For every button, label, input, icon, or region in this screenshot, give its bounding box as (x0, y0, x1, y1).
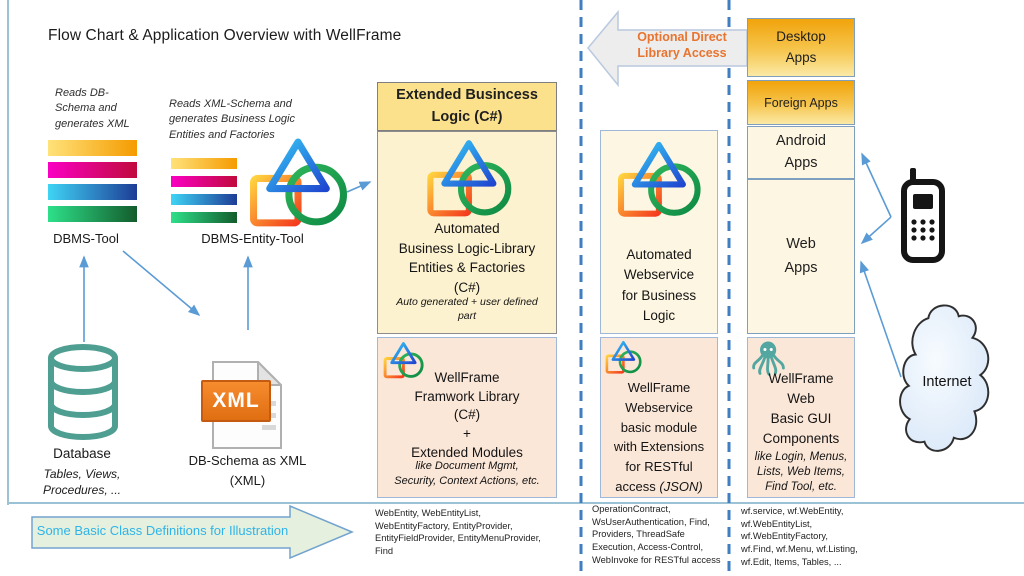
arrow-phone-to-android (861, 152, 892, 218)
webservice-basic-text: WellFrame Webservice basic module with E… (600, 378, 718, 497)
webservice-basic-main: WellFrame Webservice basic module with E… (613, 380, 705, 494)
web-apps-box: Web Apps (747, 179, 855, 334)
arrow-entitytool-to-logic (346, 181, 372, 193)
octopus-icon (752, 341, 785, 376)
database-cylinder-icon (48, 344, 118, 440)
database-label: Database (53, 446, 111, 461)
web-apps-label: Web Apps (784, 236, 818, 276)
triangle-circle-square-logo-icon (604, 340, 642, 376)
framework-library-text: WellFrame Framwork Library (C#) + Extend… (411, 370, 523, 460)
gradient-bar-green (171, 212, 237, 223)
gradient-bar-orange (171, 158, 237, 169)
arrow-cloud-to-web (859, 260, 902, 378)
logic-footnote: WebEntity, WebEntityList, WebEntityFacto… (375, 508, 541, 556)
android-apps-label: Android Apps (776, 132, 826, 171)
entity-tool-caption: Reads XML-Schema and generates Business … (169, 98, 295, 141)
foreign-apps-box: Foreign Apps (747, 80, 855, 125)
entity-tool-bars (171, 158, 237, 223)
automated-business-logic-note: Auto generated + user defined part (396, 296, 538, 323)
triangle-circle-square-logo-icon (246, 136, 348, 233)
android-apps-box: Android Apps (747, 126, 855, 179)
gradient-bar-green (48, 206, 137, 222)
foreign-apps-label: Foreign Apps (764, 95, 838, 110)
class-definitions-arrow-shape (31, 504, 354, 560)
automated-business-logic-text: Automated Business Logic-Library Entitie… (398, 221, 536, 295)
triangle-circle-square-logo-icon (424, 138, 512, 222)
gradient-bar-blue (48, 184, 137, 200)
xml-badge: XML (201, 380, 271, 422)
gradient-bar-blue (171, 194, 237, 205)
gradient-bar-magenta (171, 176, 237, 187)
web-gui-components-text: WellFrame Web Basic GUI Components (762, 371, 840, 446)
internet-cloud (899, 304, 990, 452)
desktop-apps-label: Desktop Apps (776, 28, 826, 65)
optional-access-label: Optional Direct Library Access (637, 30, 727, 61)
mobile-phone-icon (901, 168, 945, 263)
automated-webservice-text: Automated Webservice for Business Logic (621, 247, 697, 323)
page-title: Flow Chart & Application Overview with W… (48, 27, 402, 44)
arrow-phone-to-web (860, 216, 892, 245)
gradient-bar-magenta (48, 162, 137, 178)
database-note: Tables, Views, Procedures, ... (42, 467, 122, 498)
logic-header-label: Extended Busincess Logic (C#) (396, 86, 538, 125)
web-gui-components-note: like Login, Menus, Lists, Web Items, Fin… (754, 451, 848, 494)
automated-webservice-box (600, 130, 718, 334)
xml-document-label: DB-Schema as XML (XML) (188, 453, 307, 489)
triangle-circle-square-logo-icon (615, 139, 701, 223)
webservice-footnote: OperationContract, WsUserAuthentication,… (592, 504, 721, 565)
dbms-tool-bars (48, 140, 137, 222)
flow-arrows (79, 152, 902, 378)
automated-business-logic-box (377, 131, 557, 334)
dbms-tool-caption: Reads DB- Schema and generates XML (55, 87, 130, 130)
web-gui-components-box (747, 337, 855, 498)
class-definitions-label: Some Basic Class Definitions for Illustr… (36, 523, 289, 538)
framework-library-note: like Document Mgmt, Security, Context Ac… (394, 460, 540, 487)
logic-column-header: Extended Busincess Logic (C#) (377, 82, 557, 131)
desktop-apps-box: Desktop Apps (747, 18, 855, 77)
gradient-bar-orange (48, 140, 137, 156)
internet-label: Internet (922, 374, 972, 390)
entity-tool-label: DBMS-Entity-Tool (201, 231, 304, 246)
webservice-basic-json-note: (JSON) (659, 478, 703, 494)
arrow-dbmstool-to-xml (122, 250, 201, 317)
dbms-tool-label: DBMS-Tool (53, 231, 119, 246)
apps-footnote: wf.service, wf.WebEntity, wf.WebEntityLi… (741, 506, 858, 567)
